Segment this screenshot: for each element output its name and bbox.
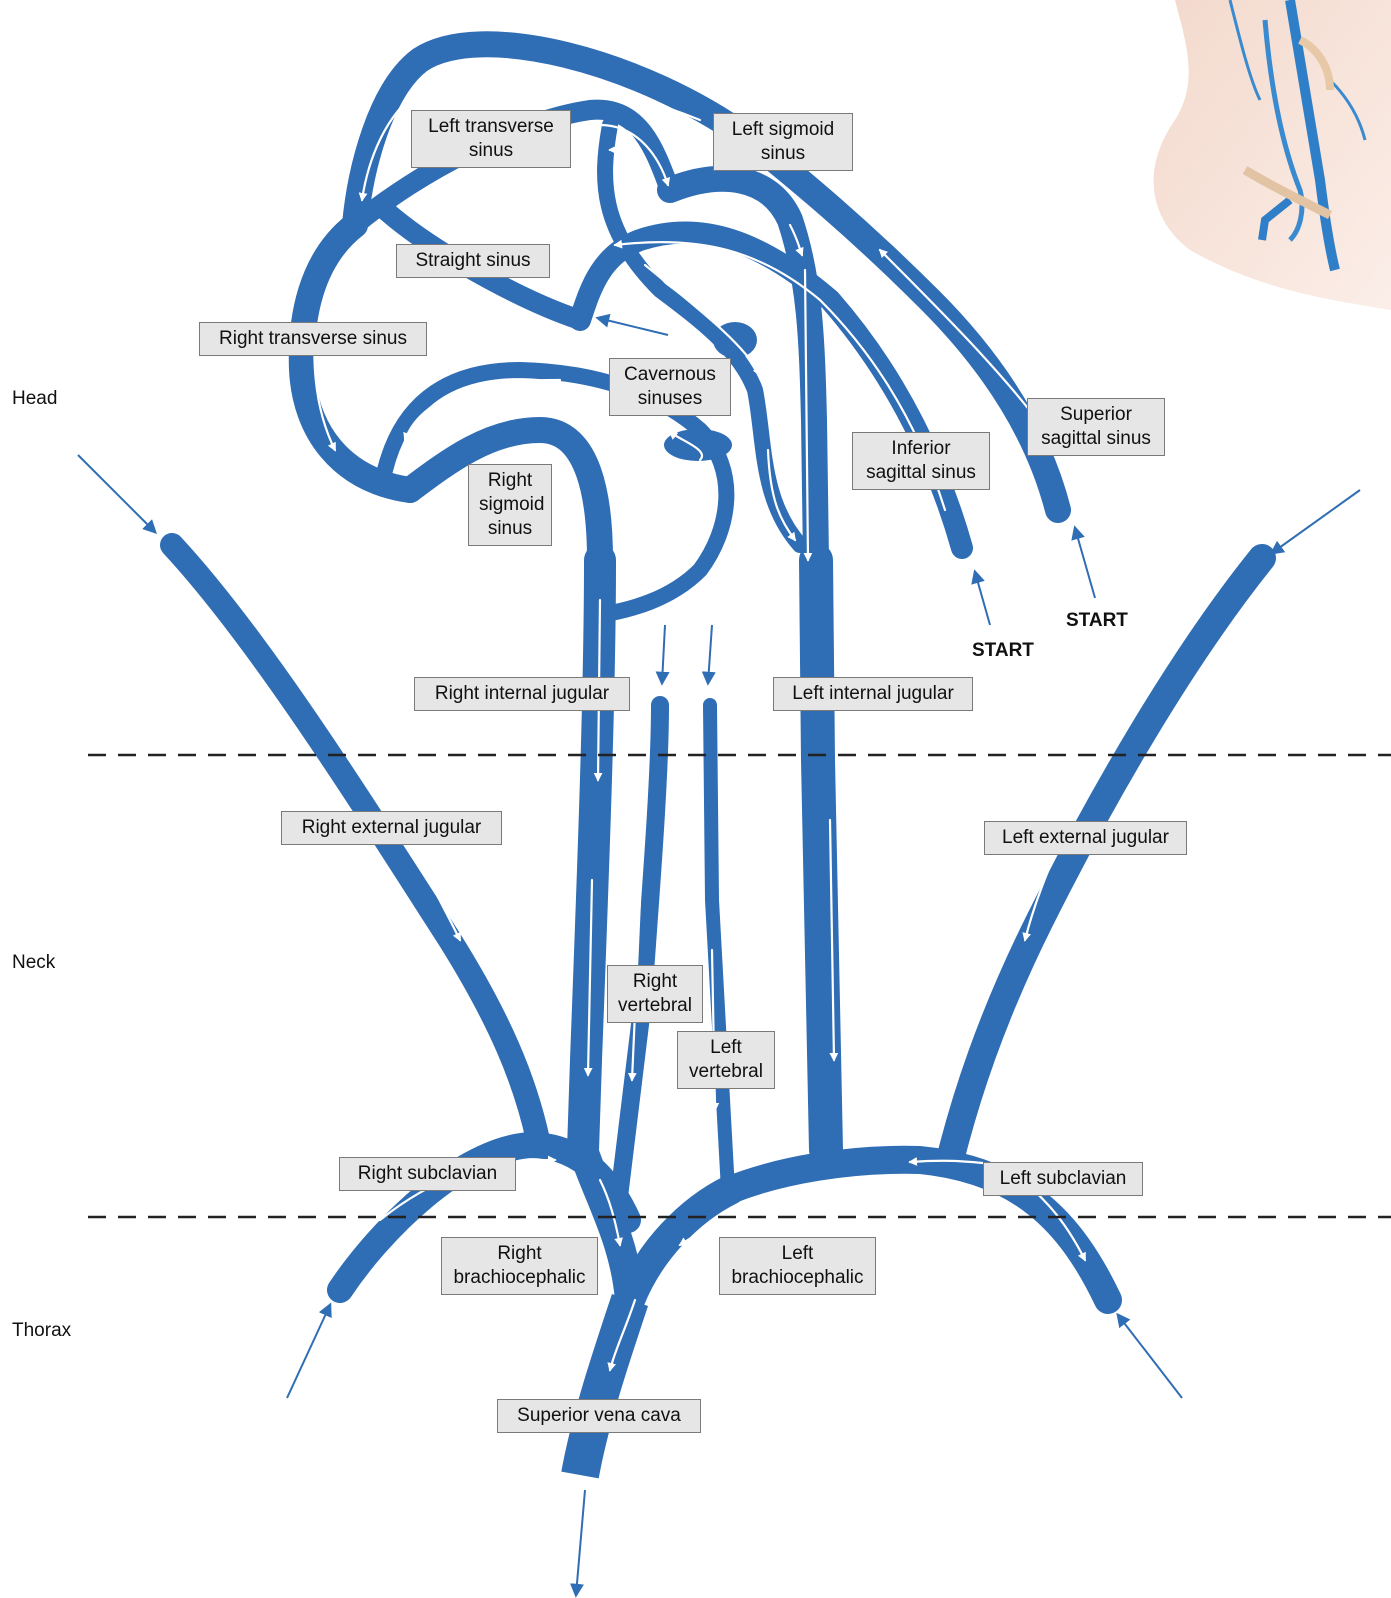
label-left-subclavian: Left subclavian xyxy=(983,1162,1143,1196)
label-left-brachiocephalic: Left brachiocephalic xyxy=(719,1237,876,1295)
left-internal-jugular-vessel xyxy=(816,560,826,1150)
label-left-external-jugular: Left external jugular xyxy=(984,821,1187,855)
right-internal-jugular-vessel xyxy=(583,560,600,1150)
arrow-into-right-vertebral xyxy=(662,625,665,683)
label-right-sigmoid-sinus: Right sigmoid sinus xyxy=(468,464,552,546)
label-left-vertebral: Left vertebral xyxy=(677,1031,775,1089)
label-left-transverse-sinus: Left transverse sinus xyxy=(411,110,571,168)
label-left-sigmoid-sinus: Left sigmoid sinus xyxy=(713,113,853,171)
veins xyxy=(172,44,1262,1475)
left-vertebral-vessel xyxy=(710,705,728,1190)
label-superior-sagittal-sinus: Superior sagittal sinus xyxy=(1027,398,1165,456)
neck-inset-illustration xyxy=(1154,0,1391,310)
right-vertebral-vessel xyxy=(618,705,660,1205)
arrow-out-superior-vena-cava xyxy=(576,1490,585,1595)
arrow-into-left-subclavian xyxy=(1118,1315,1182,1398)
label-cavernous-sinuses: Cavernous sinuses xyxy=(609,358,731,416)
arrow-into-right-external-jugular xyxy=(78,455,155,532)
region-label-head: Head xyxy=(12,388,57,410)
label-superior-vena-cava: Superior vena cava xyxy=(497,1399,701,1433)
label-right-subclavian: Right subclavian xyxy=(339,1157,516,1191)
arrow-into-right-subclavian xyxy=(287,1305,330,1398)
label-right-vertebral: Right vertebral xyxy=(607,965,703,1023)
start-label-superior-sagittal: START xyxy=(1066,610,1128,632)
label-right-external-jugular: Right external jugular xyxy=(281,811,502,845)
region-label-thorax: Thorax xyxy=(12,1320,71,1342)
label-right-transverse-sinus: Right transverse sinus xyxy=(199,322,427,356)
label-left-internal-jugular: Left internal jugular xyxy=(773,677,973,711)
label-right-brachiocephalic: Right brachiocephalic xyxy=(441,1237,598,1295)
arrow-into-left-external-jugular xyxy=(1272,490,1360,553)
superior-vena-cava-vessel xyxy=(580,1300,630,1475)
start-label-inferior-sagittal: START xyxy=(972,640,1034,662)
arrow-inferior-sagittal-start xyxy=(975,572,990,625)
label-right-internal-jugular: Right internal jugular xyxy=(414,677,630,711)
label-inferior-sagittal-sinus: Inferior sagittal sinus xyxy=(852,432,990,490)
label-straight-sinus: Straight sinus xyxy=(396,244,550,278)
arrow-into-left-vertebral xyxy=(708,625,712,683)
region-label-neck: Neck xyxy=(12,952,55,974)
arrow-superior-sagittal-start xyxy=(1075,528,1095,598)
arrow-toward-straight-sinus xyxy=(598,318,668,335)
